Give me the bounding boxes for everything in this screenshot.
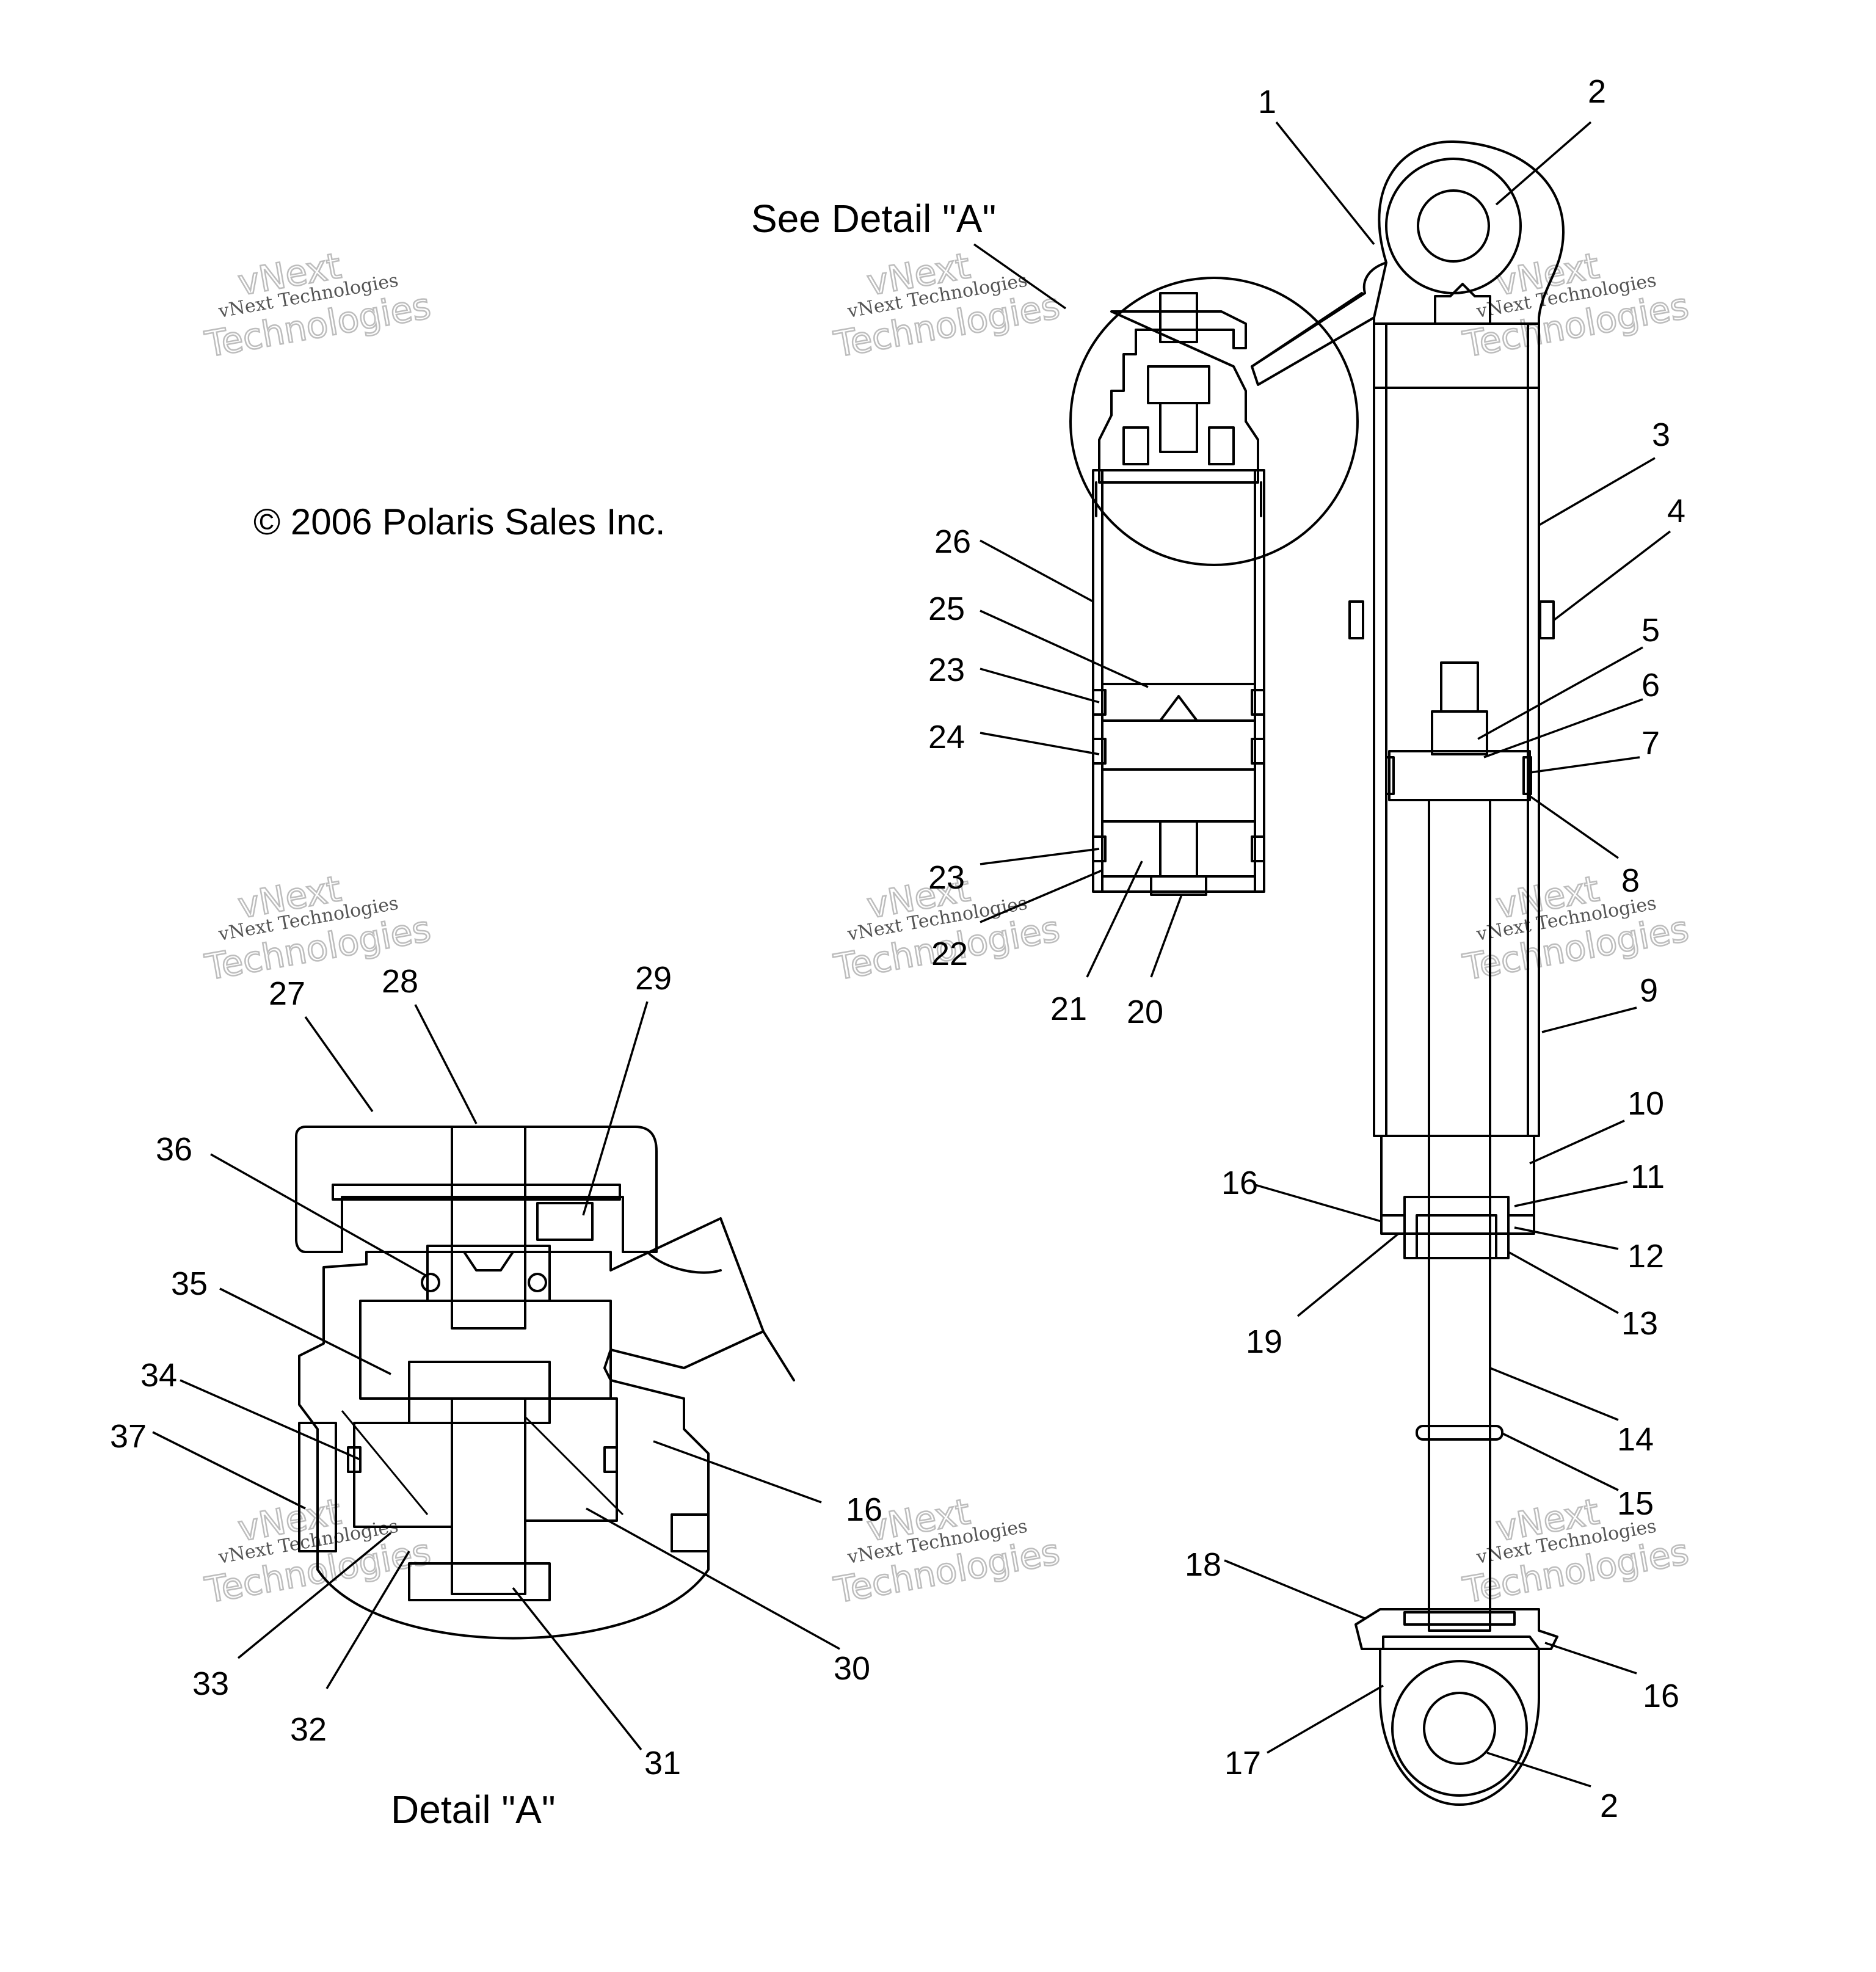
reservoir [1069, 277, 1359, 896]
callout-7: 7 [1642, 725, 1660, 762]
callout-11: 11 [1631, 1159, 1665, 1195]
callout-16-lower: 16 [1643, 1678, 1679, 1714]
callout-31: 31 [644, 1745, 681, 1781]
callout-2-top: 2 [1588, 73, 1606, 110]
callout-26: 26 [934, 523, 971, 560]
callout-17: 17 [1224, 1745, 1261, 1781]
callout-23-upper: 23 [928, 652, 965, 688]
callout-numbers: 1 2 3 4 5 6 7 8 9 10 11 12 13 14 15 16 1… [110, 73, 1685, 1824]
callout-13: 13 [1621, 1305, 1658, 1342]
callout-34: 34 [140, 1357, 177, 1394]
callout-2-bottom: 2 [1600, 1788, 1618, 1824]
watermark: vNext vNext Technologies Technologies [201, 1490, 434, 1612]
callout-32: 32 [290, 1711, 327, 1748]
callout-36: 36 [156, 1131, 192, 1168]
callout-19: 19 [1246, 1323, 1282, 1360]
copyright-notice: © 2006 Polaris Sales Inc. [253, 501, 666, 542]
callout-14: 14 [1617, 1421, 1654, 1458]
callout-37: 37 [110, 1418, 147, 1455]
watermark: vNext vNext Technologies Technologies [1459, 867, 1692, 989]
callout-22: 22 [931, 936, 968, 972]
callout-8: 8 [1621, 862, 1640, 899]
callout-3: 3 [1652, 417, 1670, 453]
callout-5: 5 [1642, 612, 1660, 649]
callout-28: 28 [382, 963, 418, 1000]
leader-lines [152, 121, 1671, 1788]
detail-a-label: Detail "A" [391, 1788, 556, 1832]
callout-15: 15 [1617, 1485, 1654, 1522]
callout-29: 29 [635, 960, 672, 997]
callout-4: 4 [1667, 493, 1685, 529]
watermark: vNext vNext Technologies Technologies [1459, 244, 1692, 366]
callout-35: 35 [171, 1265, 208, 1302]
callout-24: 24 [928, 719, 965, 755]
callout-16-detail: 16 [846, 1491, 882, 1528]
watermark: vNext vNext Technologies Technologies [201, 244, 434, 366]
callout-16-upper: 16 [1221, 1165, 1258, 1201]
callout-30: 30 [834, 1650, 870, 1687]
callout-33: 33 [192, 1665, 229, 1702]
detail-a-view [295, 1126, 795, 1640]
main-shock-body [1251, 140, 1565, 1806]
callout-6: 6 [1642, 667, 1660, 704]
see-detail-label: See Detail "A" [751, 197, 996, 241]
callout-1: 1 [1258, 84, 1276, 120]
callout-27: 27 [269, 975, 305, 1012]
callout-10: 10 [1627, 1085, 1664, 1122]
callout-12: 12 [1627, 1238, 1664, 1275]
callout-25: 25 [928, 591, 965, 627]
callout-20: 20 [1127, 994, 1163, 1030]
callout-23-lower: 23 [928, 859, 965, 896]
callout-9: 9 [1640, 972, 1658, 1009]
watermark: vNext vNext Technologies Technologies [830, 244, 1063, 366]
callout-21: 21 [1050, 991, 1087, 1027]
watermark-group: vNext vNext Technologies Technologies vN… [201, 244, 1692, 1612]
watermark: vNext vNext Technologies Technologies [1459, 1490, 1692, 1612]
callout-18: 18 [1185, 1546, 1221, 1583]
